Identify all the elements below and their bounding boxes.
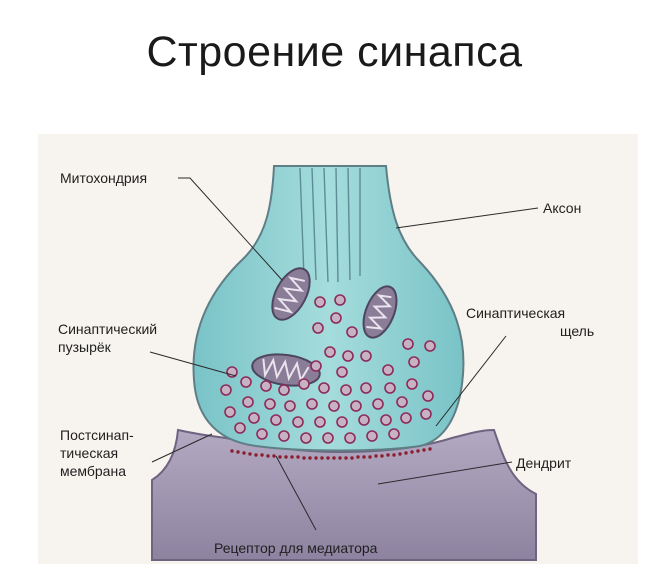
label-cleft-line2: щель xyxy=(560,323,594,339)
receptor-dots xyxy=(230,447,432,460)
label-membrane-line1: Постсинап- xyxy=(60,427,134,443)
label-membrane-line3: мембрана xyxy=(60,463,126,479)
leader-vesicle xyxy=(149,351,237,377)
mitochondrion-3 xyxy=(251,353,321,387)
leader-postsynaptic-membrane xyxy=(151,433,213,463)
label-vesicle-line1: Синаптический xyxy=(58,321,157,337)
label-membrane-line2: тическая xyxy=(60,445,118,461)
mitochondrion-2 xyxy=(362,285,398,339)
page-title: Строение синапса xyxy=(146,28,523,76)
leader-axon xyxy=(395,207,539,229)
leader-receptor xyxy=(275,455,317,531)
synaptic-vesicles xyxy=(220,294,436,444)
leader-dendrite xyxy=(377,461,513,485)
label-vesicle-line2: пузырёк xyxy=(58,339,112,355)
axon-terminal xyxy=(192,165,465,452)
label-mitochondria: Митохондрия xyxy=(60,170,147,186)
mitochondrion-1 xyxy=(271,267,311,321)
label-dendrite: Дендрит xyxy=(516,455,572,471)
label-cleft-line1: Синаптическая xyxy=(466,305,565,321)
label-receptor: Рецептор для медиатора xyxy=(214,540,378,556)
label-axon: Аксон xyxy=(543,200,581,216)
leader-cleft xyxy=(435,335,507,427)
microtubules xyxy=(299,167,361,283)
leader-mitochondria xyxy=(178,177,283,281)
